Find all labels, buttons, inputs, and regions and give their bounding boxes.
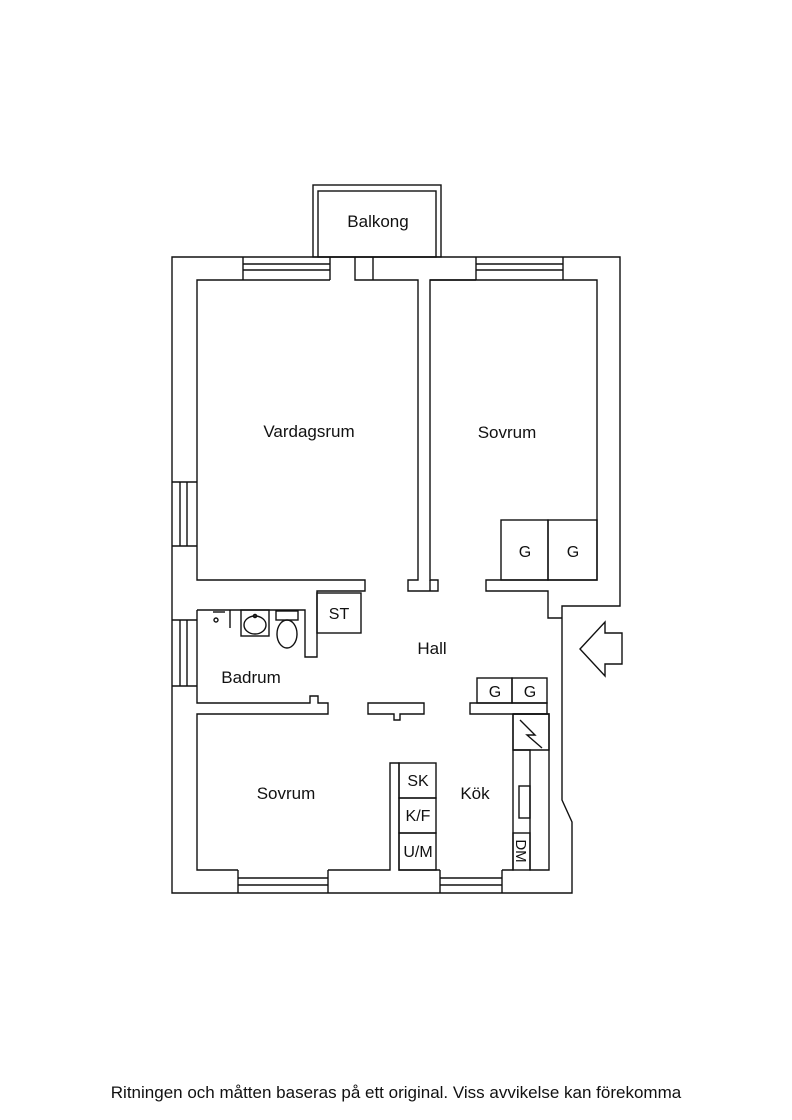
dishwasher-box bbox=[512, 832, 531, 871]
wall-sovrum-top bbox=[429, 257, 598, 619]
wardrobes-hall bbox=[476, 677, 548, 704]
shower-icon bbox=[213, 610, 231, 628]
fixture-label-g: G bbox=[519, 544, 531, 561]
wall-badrum bbox=[196, 609, 329, 871]
room-label-hall: Hall bbox=[417, 639, 446, 658]
entrance-arrow-icon bbox=[579, 620, 623, 678]
fixture-label-um: U/M bbox=[403, 844, 432, 861]
room-label-sovrum-bottom: Sovrum bbox=[257, 784, 316, 803]
fixture-label-sk: SK bbox=[407, 773, 429, 790]
room-label-vardagsrum: Vardagsrum bbox=[263, 422, 354, 441]
stove bbox=[518, 785, 531, 819]
fixture-label-dm: DM bbox=[512, 839, 529, 862]
window-sovrum-bottom bbox=[237, 870, 329, 893]
room-label-sovrum-top: Sovrum bbox=[478, 423, 537, 442]
sink-icon bbox=[240, 609, 270, 637]
footer-disclaimer: Ritningen och måtten baseras på ett orig… bbox=[110, 1083, 682, 1102]
closet-st bbox=[316, 592, 362, 634]
fixture-label-g: G bbox=[524, 684, 536, 701]
kitchen-appliance-column bbox=[398, 762, 437, 871]
wall-vardagsrum bbox=[196, 257, 476, 630]
window-vardagsrum-top bbox=[242, 257, 331, 280]
fixture-label-g: G bbox=[567, 544, 579, 561]
wardrobes-sovrum bbox=[500, 519, 598, 581]
fixture-label-st: ST bbox=[329, 606, 350, 623]
room-label-kok: Kök bbox=[460, 784, 490, 803]
kitchen-vent-icon bbox=[512, 713, 550, 751]
window-kok-bottom bbox=[439, 870, 503, 893]
room-label-balkong: Balkong bbox=[347, 212, 408, 231]
exterior-wall-outer bbox=[171, 256, 621, 894]
toilet-icon bbox=[275, 610, 299, 649]
window-badrum-left bbox=[172, 619, 197, 687]
room-label-badrum: Badrum bbox=[221, 668, 281, 687]
window-vardagsrum-left bbox=[172, 481, 197, 547]
fixture-label-kf: K/F bbox=[406, 808, 431, 825]
window-sovrum-top bbox=[476, 263, 563, 271]
wall-hall-partition bbox=[367, 702, 425, 721]
fixture-label-g: G bbox=[489, 684, 501, 701]
